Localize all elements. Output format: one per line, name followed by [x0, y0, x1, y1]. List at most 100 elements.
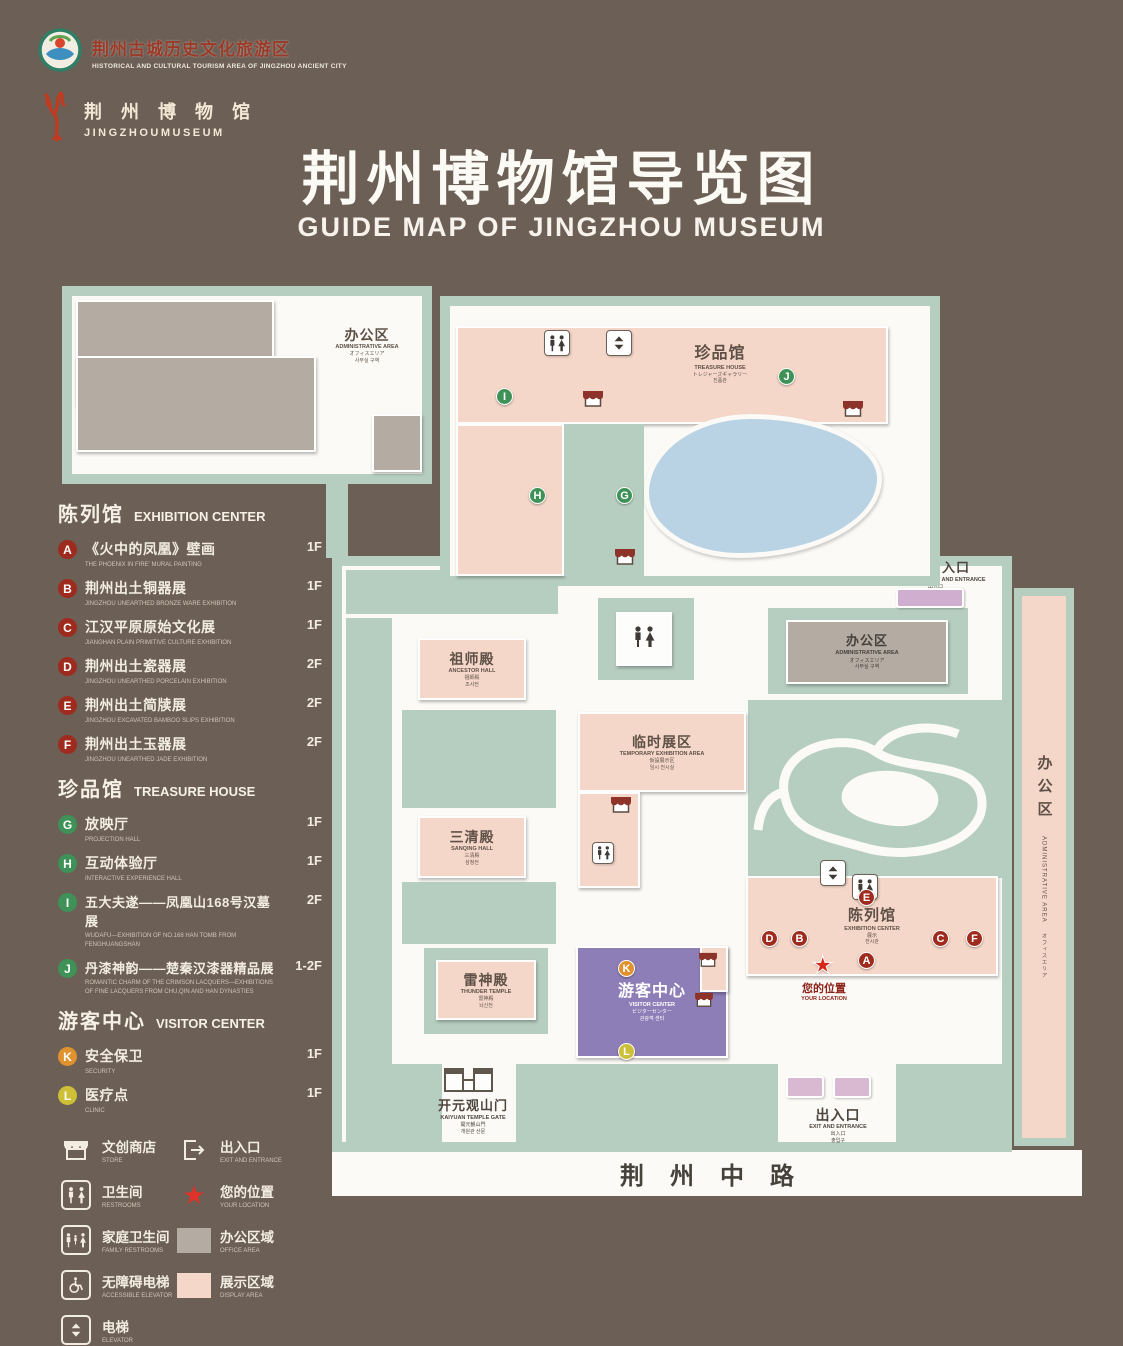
- your-location-star-icon: ★: [812, 952, 834, 979]
- store-icon: [695, 992, 713, 1007]
- elevator-icon: [606, 330, 632, 356]
- legend-section-exhibition-center: 陈列馆 EXHIBITION CENTER: [58, 504, 266, 526]
- map-marker-g: G: [616, 487, 633, 504]
- ancestor-hall-label: 祖师殿: [449, 650, 495, 667]
- gate-block-icon: [786, 1076, 824, 1098]
- map-marker-h: H: [529, 487, 546, 504]
- restroom-icon: [592, 842, 614, 864]
- map-marker-b: B: [791, 930, 808, 947]
- elevator-icon: [58, 1314, 94, 1346]
- admin-topleft-label: 办公区 ADMINISTRATIVE AREA オフィスエリア 사무실 구역: [335, 327, 399, 364]
- kaiyuan-gate-structure: [444, 1068, 493, 1092]
- map-marker-a: A: [858, 952, 875, 969]
- temporary-exhibition-area: 临时展区 TEMPORARY EXHIBITION AREA 仮設展示区 임시 …: [578, 712, 746, 792]
- map-marker-e: E: [858, 889, 875, 906]
- map-marker-i: I: [496, 388, 513, 405]
- treasure-house-label: 珍品馆 TREASURE HOUSE トレジャーズギャラリー 진품관: [692, 345, 748, 385]
- family-restroom-icon: [58, 1224, 94, 1256]
- map-marker-f: F: [966, 930, 983, 947]
- sanqing-hall-label: 三清殿: [449, 828, 495, 845]
- south-exit-label: 出入口 EXIT AND ENTRANCE 出入口 출입구: [809, 1107, 867, 1144]
- lawn: [346, 618, 392, 1066]
- garden: [748, 700, 1008, 878]
- page-title: 荆州博物馆导览图: [301, 147, 822, 212]
- tourism-area-subtitle: HISTORICAL AND CULTURAL TOURISM AREA OF …: [92, 63, 347, 70]
- map-marker-k: K: [618, 960, 635, 977]
- sanqing-hall: 三清殿 SANQING HALL 三清殿 삼청전: [418, 816, 526, 878]
- store-icon: [843, 401, 863, 417]
- tourism-area-logo: 荆州古城历史文化旅游区 HISTORICAL AND CULTURAL TOUR…: [38, 28, 347, 77]
- thunder-temple-label: 雷神殿: [463, 971, 509, 988]
- kaiyuan-gate-label: 开元观山门 KAIYUAN TEMPLE GATE 開元観山門 개원관 산문: [437, 1098, 508, 1135]
- admin-northwest-annex: [372, 414, 422, 472]
- east-gate-block: [896, 588, 964, 608]
- path-connector: [326, 482, 348, 558]
- thunder-temple: 雷神殿 THUNDER TEMPLE 雷神殿 뇌신전: [436, 960, 536, 1020]
- exit-icon: [176, 1134, 212, 1166]
- restroom-icon: [544, 330, 570, 356]
- gate-tower-icon: [444, 1068, 464, 1092]
- admin-northwest-building-wing: [76, 356, 316, 452]
- museum-title: 荆 州 博 物 馆: [84, 102, 258, 122]
- ancestor-hall: 祖师殿 ANCESTOR HALL 祖師殿 조사전: [418, 638, 526, 700]
- store-icon: [58, 1134, 94, 1166]
- legend-section-visitor-center: 游客中心 VISITOR CENTER: [58, 1011, 265, 1033]
- display-area-swatch: [176, 1269, 212, 1301]
- store-icon: [611, 797, 631, 813]
- garden-paths: [753, 723, 987, 857]
- gate-tower-icon: [473, 1068, 493, 1092]
- tourism-area-title: 荆州古城历史文化旅游区: [92, 40, 290, 59]
- store-icon: [699, 952, 717, 967]
- museum-deer-emblem-icon: [40, 90, 74, 147]
- admin-right-label: 办公区: [1035, 755, 1053, 824]
- administrative-strip: 办公区 ADMINISTRATIVE AREA オフィスエリア: [1014, 588, 1074, 1146]
- accessible-elevator-icon: [58, 1269, 94, 1301]
- temporary-exhibition-wing: [578, 792, 640, 888]
- map-marker-c: C: [932, 930, 949, 947]
- museum-logo: 荆 州 博 物 馆 JINGZHOUMUSEUM: [40, 90, 257, 147]
- temp-exhibition-label: 临时展区: [632, 733, 692, 750]
- treasure-house-west-wing: [456, 424, 564, 576]
- restroom-icon: [631, 625, 657, 653]
- restroom-icon: [58, 1179, 94, 1211]
- map-marker-j: J: [778, 368, 795, 385]
- exhibition-center-label: 陈列馆: [847, 907, 896, 925]
- elevator-icon: [820, 860, 846, 886]
- treasure-house-north-wing: [456, 326, 888, 424]
- lawn: [402, 882, 556, 944]
- office-area-swatch: [176, 1224, 212, 1256]
- store-icon: [583, 391, 603, 407]
- road-label: 荆州中路: [620, 1162, 820, 1190]
- visitor-center-label: 游客中心: [617, 982, 686, 1000]
- your-location-star-icon: ★: [182, 1180, 206, 1210]
- south-exit-structure: [786, 1076, 871, 1103]
- legend-section-treasure-house: 珍品馆 TREASURE HOUSE: [58, 779, 256, 801]
- administrative-building-mid: 办公区 ADMINISTRATIVE AREA オフィスエリア 사무실 구역: [786, 620, 948, 684]
- page-subtitle: GUIDE MAP OF JINGZHOU MUSEUM: [297, 212, 826, 242]
- restroom-building: [616, 612, 672, 666]
- gate-block-icon: [832, 1076, 871, 1098]
- store-icon: [615, 549, 635, 565]
- museum-subtitle: JINGZHOUMUSEUM: [84, 127, 225, 139]
